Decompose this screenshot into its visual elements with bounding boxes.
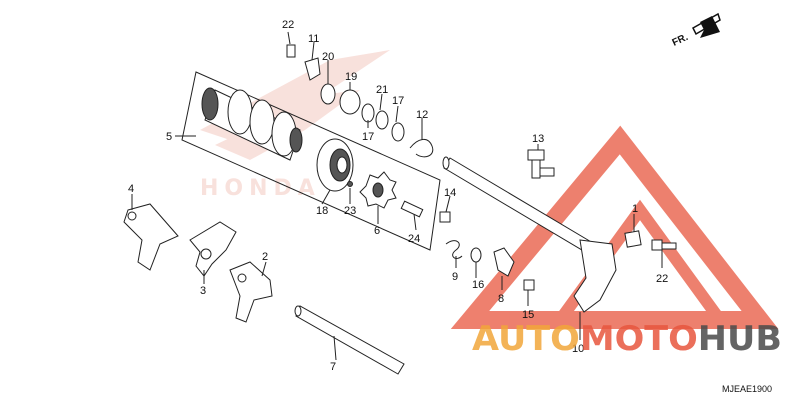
callout-17-upper: 17 bbox=[392, 95, 404, 107]
callout-20: 20 bbox=[322, 51, 334, 63]
callout-11: 11 bbox=[308, 33, 319, 45]
callout-10: 10 bbox=[572, 343, 584, 355]
callout-3: 3 bbox=[200, 285, 206, 297]
watermark-hub: HUB bbox=[698, 319, 782, 359]
shift-forks-part bbox=[123, 203, 273, 323]
gearshift-spindle-part bbox=[442, 156, 617, 313]
direction-label: FR. bbox=[671, 32, 690, 49]
callout-24: 24 bbox=[408, 233, 420, 245]
callout-21: 21 bbox=[376, 84, 388, 96]
svg-text:HONDA: HONDA bbox=[200, 176, 321, 201]
leader-lines bbox=[131, 31, 663, 361]
stopper-bolt-part bbox=[527, 149, 555, 179]
callout-12: 12 bbox=[416, 109, 428, 121]
bearing-part bbox=[316, 138, 354, 192]
callout-17-lower: 17 bbox=[362, 131, 374, 143]
diagram-code: MJEAE1900 bbox=[722, 384, 772, 394]
front-direction-indicator: FR. bbox=[671, 12, 721, 49]
callout-7: 7 bbox=[330, 361, 336, 373]
autohub-triangle-logo bbox=[450, 125, 779, 329]
callout-labels: 22 11 20 19 21 17 17 12 5 13 18 23 6 14 … bbox=[128, 19, 668, 373]
callout-22-right: 22 bbox=[656, 273, 668, 285]
callout-18: 18 bbox=[316, 205, 328, 217]
shift-drum-part bbox=[201, 87, 303, 161]
callout-8: 8 bbox=[498, 293, 504, 305]
callout-15: 15 bbox=[522, 309, 534, 321]
small-parts-top bbox=[286, 44, 463, 259]
callout-1: 1 bbox=[632, 203, 638, 215]
assembly-bracket bbox=[181, 71, 441, 251]
callout-5: 5 bbox=[166, 131, 172, 143]
callout-23: 23 bbox=[344, 205, 356, 217]
watermark-auto: AUTO bbox=[472, 319, 580, 359]
callout-22: 22 bbox=[282, 19, 294, 31]
watermark-moto: MOTO bbox=[580, 319, 698, 359]
callout-9: 9 bbox=[452, 271, 458, 283]
callout-4: 4 bbox=[128, 183, 134, 195]
callout-13: 13 bbox=[532, 133, 544, 145]
callout-2: 2 bbox=[262, 251, 268, 263]
autohub-watermark-text: AUTOMOTOHUB bbox=[472, 319, 782, 359]
fork-shaft-part bbox=[294, 305, 405, 375]
svg-text:AUTOMOTOHUB: AUTOMOTOHUB bbox=[472, 319, 782, 359]
callout-6: 6 bbox=[374, 225, 380, 237]
callout-16: 16 bbox=[472, 279, 484, 291]
drum-center-part bbox=[359, 171, 397, 209]
callout-19: 19 bbox=[345, 71, 357, 83]
callout-14: 14 bbox=[444, 187, 456, 199]
small-parts-right bbox=[470, 230, 677, 291]
